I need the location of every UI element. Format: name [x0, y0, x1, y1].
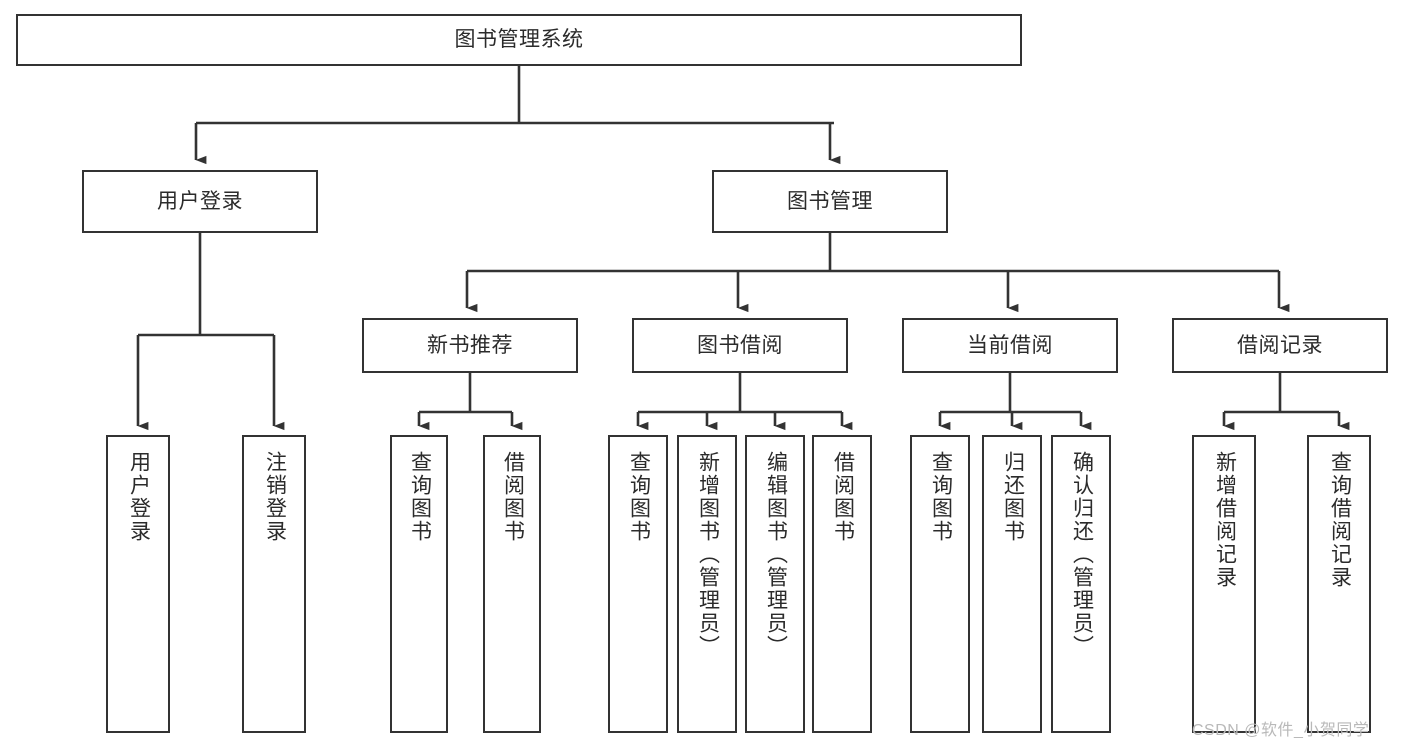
node-leaf-query-book-rec-label: 查询图书 [408, 451, 432, 543]
node-root[interactable]: 图书管理系统 [16, 14, 1022, 66]
node-book-borrow[interactable]: 图书借阅 [632, 318, 848, 373]
node-leaf-add-book-label: 新增图书（管理员） [696, 451, 720, 658]
node-leaf-user-login-label: 用户登录 [127, 451, 151, 543]
node-leaf-confirm-return-label: 确认归还（管理员） [1070, 451, 1094, 658]
csdn-watermark: CSDN @软件_小贺同学 [1192, 722, 1370, 739]
node-leaf-add-record-label: 新增借阅记录 [1213, 451, 1237, 589]
node-leaf-edit-book-label: 编辑图书（管理员） [764, 451, 788, 658]
node-leaf-query-book-cur-label: 查询图书 [929, 451, 953, 543]
node-leaf-user-login[interactable]: 用户登录 [106, 435, 170, 733]
node-new-book-rec-label: 新书推荐 [427, 333, 513, 357]
node-book-manage[interactable]: 图书管理 [712, 170, 948, 233]
node-leaf-query-record-label: 查询借阅记录 [1328, 451, 1352, 589]
node-leaf-logout-label: 注销登录 [263, 451, 287, 543]
node-leaf-query-book-cur[interactable]: 查询图书 [910, 435, 970, 733]
node-leaf-logout[interactable]: 注销登录 [242, 435, 306, 733]
node-book-manage-label: 图书管理 [787, 189, 873, 213]
node-book-borrow-label: 图书借阅 [697, 333, 783, 357]
node-leaf-query-book-rec[interactable]: 查询图书 [390, 435, 448, 733]
node-leaf-edit-book[interactable]: 编辑图书（管理员） [745, 435, 805, 733]
node-leaf-query-book-borrow[interactable]: 查询图书 [608, 435, 668, 733]
node-user-login-label: 用户登录 [157, 189, 243, 213]
node-leaf-borrow-book[interactable]: 借阅图书 [812, 435, 872, 733]
node-leaf-add-record[interactable]: 新增借阅记录 [1192, 435, 1256, 733]
node-borrow-record[interactable]: 借阅记录 [1172, 318, 1388, 373]
node-root-label: 图书管理系统 [454, 28, 584, 52]
node-new-book-rec[interactable]: 新书推荐 [362, 318, 578, 373]
node-current-borrow[interactable]: 当前借阅 [902, 318, 1118, 373]
node-leaf-borrow-book-rec[interactable]: 借阅图书 [483, 435, 541, 733]
node-leaf-borrow-book-rec-label: 借阅图书 [501, 451, 525, 543]
node-leaf-confirm-return[interactable]: 确认归还（管理员） [1051, 435, 1111, 733]
node-leaf-return-book-label: 归还图书 [1001, 451, 1025, 543]
node-user-login[interactable]: 用户登录 [82, 170, 318, 233]
node-leaf-query-record[interactable]: 查询借阅记录 [1307, 435, 1371, 733]
node-leaf-borrow-book-label: 借阅图书 [831, 451, 855, 543]
node-borrow-record-label: 借阅记录 [1237, 333, 1323, 357]
node-current-borrow-label: 当前借阅 [967, 333, 1053, 357]
node-leaf-return-book[interactable]: 归还图书 [982, 435, 1042, 733]
node-leaf-add-book[interactable]: 新增图书（管理员） [677, 435, 737, 733]
node-leaf-query-book-borrow-label: 查询图书 [627, 451, 651, 543]
